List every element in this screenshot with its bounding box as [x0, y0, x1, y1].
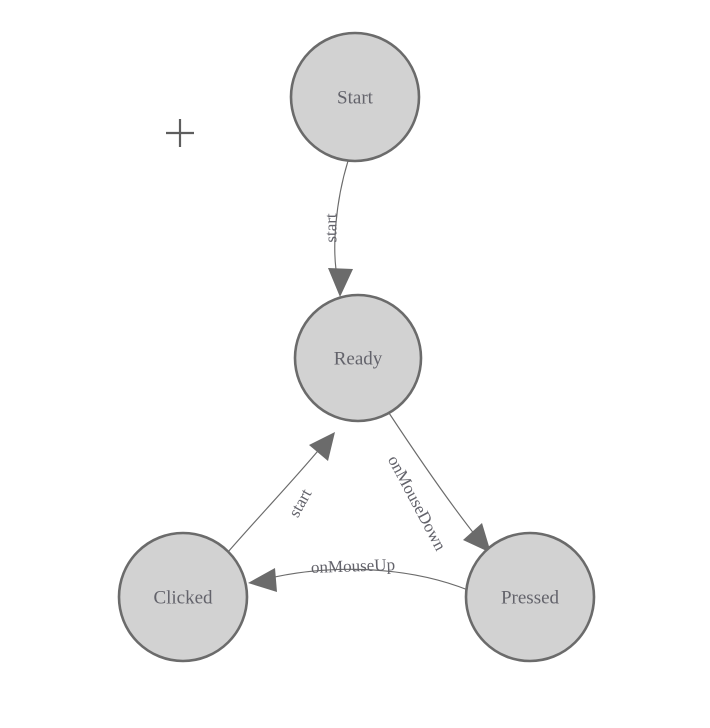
node-circle[interactable]	[289, 31, 421, 163]
edge-path[interactable]	[334, 160, 349, 282]
edge-ready-to-pressed[interactable]	[388, 412, 491, 553]
node-clicked[interactable]: Clicked	[117, 531, 249, 663]
node-circle[interactable]	[117, 531, 249, 663]
edge-pressed-to-clicked[interactable]	[248, 568, 469, 592]
node-circle[interactable]	[464, 531, 596, 663]
arrowhead-icon	[309, 432, 335, 461]
edge-clicked-to-ready[interactable]	[227, 432, 335, 553]
edge-label-ready-to-pressed: onMouseDown	[384, 452, 450, 554]
edge-label-start-to-ready: start	[322, 213, 341, 243]
edge-start-to-ready[interactable]	[328, 160, 353, 297]
node-pressed[interactable]: Pressed	[464, 531, 596, 663]
edge-path[interactable]	[265, 568, 469, 591]
node-start[interactable]: Start	[289, 31, 421, 163]
edge-path[interactable]	[388, 412, 480, 541]
node-ready[interactable]: Ready	[293, 293, 423, 423]
edge-path[interactable]	[227, 445, 323, 553]
edge-label-clicked-to-ready: start	[285, 485, 316, 520]
edge-label-pressed-to-clicked: onMouseUp	[311, 555, 396, 577]
arrowhead-icon	[463, 523, 491, 553]
arrowhead-icon	[328, 268, 353, 297]
arrowhead-icon	[248, 568, 277, 592]
crosshair-icon[interactable]	[166, 119, 194, 147]
node-circle[interactable]	[293, 293, 423, 423]
